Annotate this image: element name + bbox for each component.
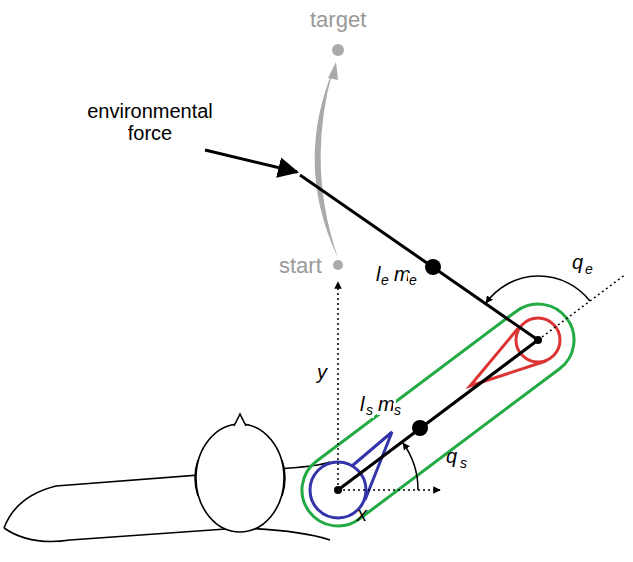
elbow-muscle [470,326,546,386]
angle-symbol: q [572,251,583,273]
target-dot [332,44,344,56]
upper-arm-extension [538,274,626,340]
mass-center [425,259,441,275]
shoulder-angle-arc [403,443,418,490]
forearm [300,175,538,340]
angle-subscript: e [585,262,593,277]
target-label: target [310,8,366,32]
axis-label: x [357,503,367,525]
hand-path [315,70,338,258]
angle-symbol: q [446,445,457,467]
length-subscript: e [380,273,390,288]
length-subscript: s [365,403,374,418]
axis-label: y [317,361,327,383]
y-axis [337,282,339,490]
force-arrow [205,150,297,172]
mass-center [412,420,428,436]
force-label: environmental force [75,100,225,144]
mass-subscript: s [393,403,402,418]
x-axis [338,489,440,491]
ear [282,460,285,496]
joint-center [334,486,342,494]
muscle-band [288,290,589,541]
start-label: start [279,254,322,278]
joint-center [534,336,542,344]
elbow-angle-arc [486,276,590,303]
head [196,424,284,532]
angle-subscript: s [460,456,467,471]
upper-arm [338,340,538,490]
elbow-joint [516,318,560,362]
nose [234,414,246,426]
hand-path-head [328,62,338,80]
ear [195,460,198,496]
start-dot [333,260,343,270]
mass-subscript: e [408,273,418,288]
